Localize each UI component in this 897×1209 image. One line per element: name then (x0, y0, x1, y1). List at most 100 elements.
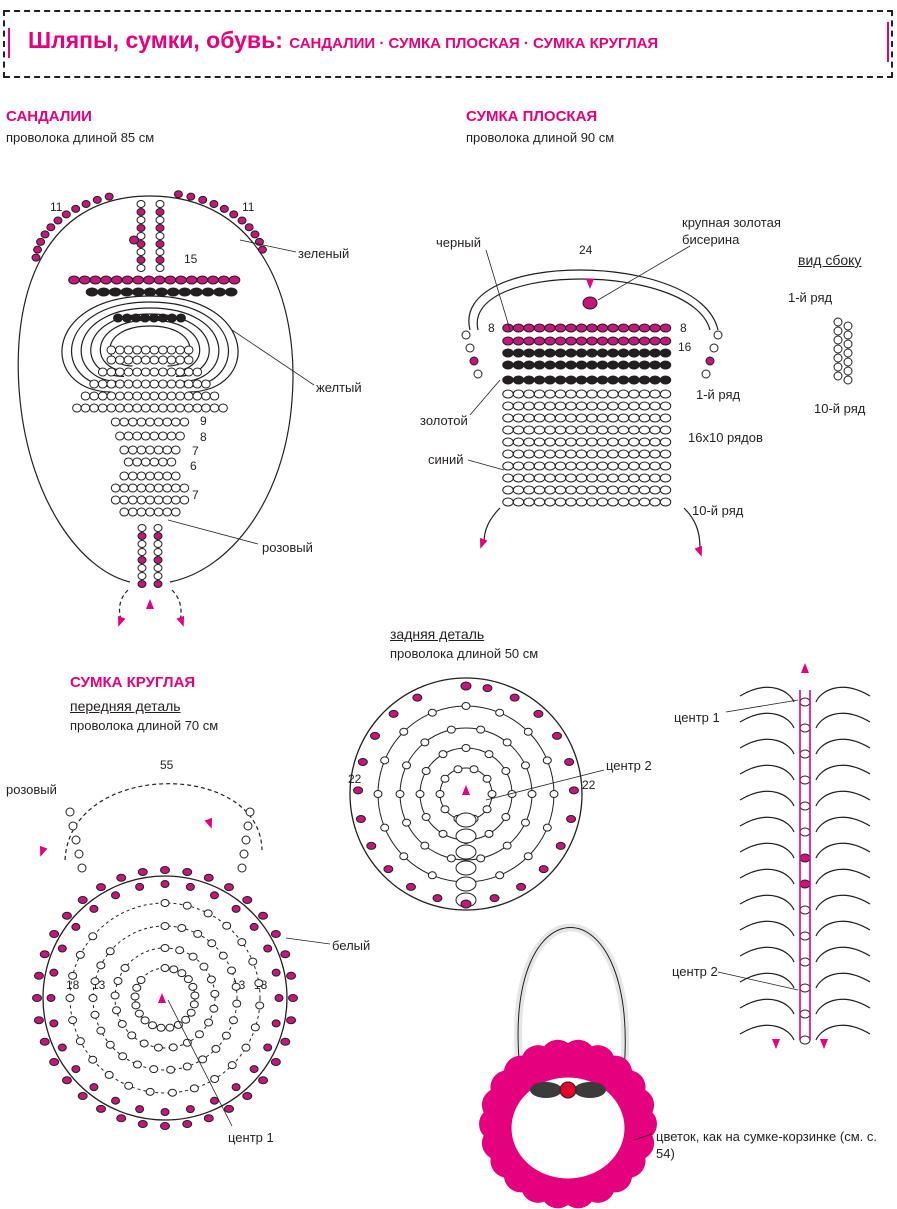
ladder-wire (739, 998, 795, 1015)
back-white-bead (421, 813, 431, 821)
sandal-sole-bead (183, 345, 194, 355)
back-count-22-right: 22 (582, 778, 596, 792)
round-pink-bead (231, 1083, 241, 1092)
flat-bag-pink-bead (617, 323, 630, 333)
sandal-sole-bead (136, 483, 147, 493)
back-part-title: задняя деталь (390, 626, 485, 642)
flat-bag-black-bead (523, 336, 535, 346)
flat-bag-blue-bead (649, 485, 661, 495)
flat-bag-pink-bead (659, 323, 672, 333)
flat-bag-blue-bead (502, 401, 514, 411)
sandal-strap-bead (136, 200, 146, 208)
sandal-heel-bead (137, 564, 147, 572)
flat-bag-black-bead (533, 336, 546, 346)
back-white-bead (502, 738, 512, 747)
flat-bag-blue-bead (659, 413, 672, 423)
flat-bag-blue-bead (638, 413, 651, 423)
round-handle-bead (71, 835, 81, 845)
sandal-wire-loop (80, 307, 151, 383)
sandal-sole-bead (115, 391, 125, 401)
ladder-wire (739, 816, 795, 833)
flat-bag-black-bead (586, 348, 598, 358)
flat-bag-blue-bead (607, 389, 619, 399)
sandal-sole-bead (140, 355, 151, 365)
flat-bag-wire-end (483, 507, 501, 543)
sandal-sole-bead (128, 417, 138, 427)
round-pink-bead (258, 1076, 269, 1085)
flat-bag-pink-bead (586, 323, 598, 333)
sandal-top-pink-bead (132, 275, 145, 285)
flat-bag-black-bead (554, 348, 567, 358)
round-pink-bead (116, 873, 127, 882)
back-white-bead (495, 871, 505, 880)
sandal-sole-bead (145, 471, 155, 481)
round-white-bead (203, 909, 213, 918)
sandal-black-bead (201, 287, 215, 297)
back-white-bead (523, 727, 533, 736)
back-white-bead (440, 805, 450, 814)
back-white-bead (469, 765, 479, 774)
sandals-row-8: 8 (200, 430, 207, 444)
round-white-bead (218, 951, 228, 960)
sandal-sole-bead (166, 391, 177, 401)
flat-bag-black-bead (523, 375, 535, 385)
flat-bag-blue-bead (596, 437, 609, 447)
flat-bag-black-bead (628, 360, 640, 370)
sandal-sole-bead (89, 391, 99, 401)
sandal-sole-bead (80, 391, 91, 401)
ladder-bead (799, 905, 811, 915)
flat-bag-black-bead (502, 336, 514, 346)
sandal-sole-bead (158, 457, 168, 467)
flat-bag-blue-bead (649, 473, 661, 483)
round-white-bead (210, 989, 220, 998)
flat-bag-label-gold: золотой (420, 413, 468, 428)
sandal-heel-bead (153, 580, 163, 588)
ladder-label-center1: центр 1 (674, 710, 720, 725)
sandal-sole-bead (106, 403, 117, 413)
flat-bag-pink-bead (565, 323, 577, 333)
flat-bag-black-bead (638, 348, 651, 358)
flat-bag-blue-bead (659, 497, 672, 507)
sandal-black-bead (143, 287, 157, 297)
sandal-sole-bead (106, 345, 117, 355)
sandals-title: САНДАЛИИ (6, 108, 92, 125)
ladder-bead (799, 723, 811, 733)
flat-bag-blue-bead (575, 413, 588, 423)
back-white-bead (542, 756, 552, 765)
round-pink-bead (203, 1114, 214, 1123)
sandal-green-bead (244, 223, 254, 232)
round-label-pink: розовый (6, 782, 57, 797)
sandal-sole-bead (218, 403, 228, 413)
sandal-sole-bead (166, 355, 177, 365)
round-pink-bead (271, 968, 281, 977)
round-count-18-left: 18 (66, 978, 80, 992)
sandal-sole-bead (140, 403, 151, 413)
flower-leaf-left (530, 1082, 562, 1098)
flat-bag-blue-bead (554, 449, 567, 459)
sandal-sole-bead (136, 507, 147, 517)
sandal-green-bead (53, 216, 63, 225)
round-white-bead (105, 947, 115, 956)
flat-bag-pink-bead (533, 323, 546, 333)
sandal-green-bead (40, 230, 50, 239)
sandal-sole-bead (123, 403, 134, 413)
round-white-bead (177, 969, 187, 978)
sandal-sole-bead (128, 483, 138, 493)
sandal-sole-bead (175, 403, 185, 413)
sandal-top-pink-bead (121, 275, 134, 285)
flat-bag-black-bead (617, 336, 630, 346)
sandal-sole-bead (97, 391, 108, 401)
back-pink-bead (383, 865, 394, 874)
sandals-row-7a: 7 (192, 444, 199, 458)
sandal-sole-bead (149, 367, 160, 377)
round-white-bead (105, 1040, 115, 1049)
flat-bag-blue-bead (586, 473, 598, 483)
pointer-line (469, 379, 501, 416)
sandal-green-bead (33, 245, 43, 254)
flower-bead (559, 1081, 577, 1099)
flat-bag-black-bead (659, 336, 672, 346)
round-white-bead (231, 982, 241, 991)
flat-bag-blue-bead (512, 437, 525, 447)
back-pink-bead (388, 709, 399, 718)
round-bag-title: СУМКА КРУГЛАЯ (70, 674, 196, 691)
